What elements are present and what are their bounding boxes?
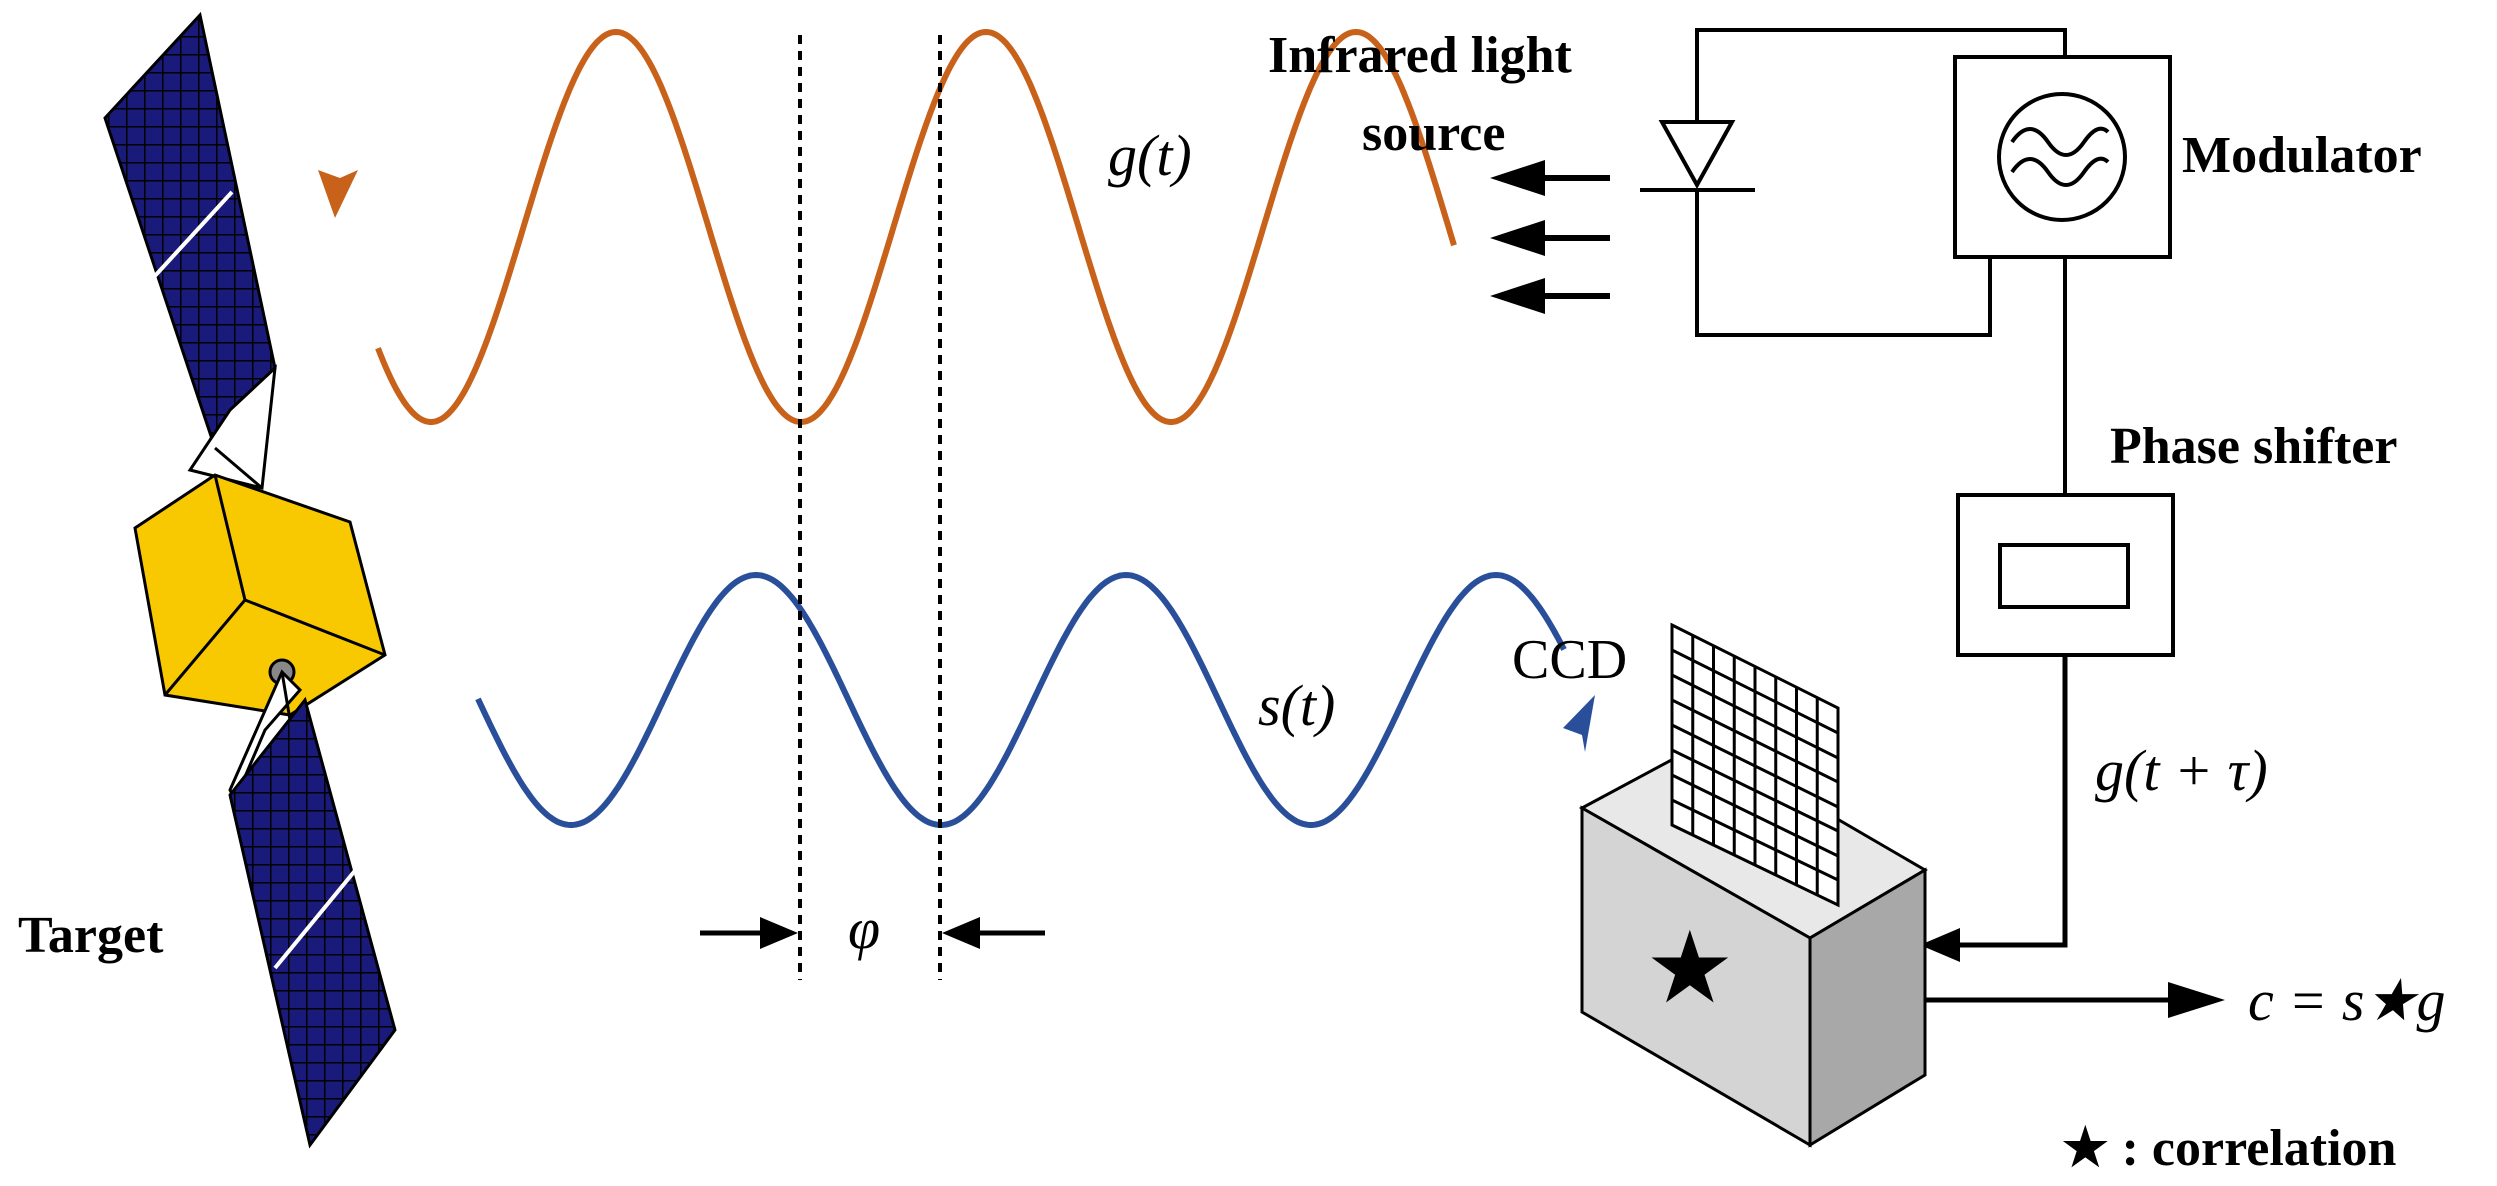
ccd-label: CCD: [1512, 629, 1627, 691]
received-wave-arrowhead: [1563, 695, 1595, 752]
received-wave-curve: [475, 571, 1567, 828]
g-t-label: g(t): [1108, 123, 1192, 188]
emitted-wave-arrowhead: [318, 170, 358, 218]
g-t-tau-label: g(t + τ): [2095, 738, 2268, 803]
emitted-wave: [318, 28, 1457, 425]
upper-panel-divider: [140, 190, 234, 292]
phase-shifter-block: [1956, 493, 2175, 657]
output-formula: c = s★g: [2248, 968, 2445, 1033]
satellite-target: [103, 11, 397, 1149]
target-label: Target: [18, 907, 164, 964]
wire-shifter-to-ccd: [1950, 655, 2068, 948]
emitted-wave-curve: [375, 28, 1457, 425]
received-wave: [475, 571, 1595, 828]
ccd-camera: ★: [1578, 622, 1928, 1148]
s-t-label: s(t): [1258, 673, 1335, 738]
emission-arrows: [1490, 160, 1610, 314]
correlation-legend: ★ : correlation: [2062, 1120, 2397, 1177]
infrared-label-line2: source: [1362, 105, 1505, 162]
infrared-label-line1: Infrared light: [1268, 27, 1573, 84]
ccd-input-arrowhead: [1920, 928, 1960, 962]
star-icon: ★: [1645, 909, 1735, 1026]
output-arrowhead: [2168, 982, 2225, 1018]
phase-arrow-left: [700, 917, 798, 949]
phi-label: φ: [848, 896, 880, 961]
diode-icon: [1640, 120, 1755, 192]
satellite-body: [133, 473, 387, 717]
ccd-sensor-grid: [1670, 622, 1840, 908]
camera-side-face: [1808, 867, 1927, 1148]
phase-shifter-label: Phase shifter: [2110, 418, 2397, 475]
lower-panel-divider: [273, 865, 360, 970]
source-circuit-wires: [1695, 28, 2067, 337]
sine-wave-source-icon: [1997, 92, 2127, 222]
lower-strut: [228, 669, 303, 804]
modulator-block: [1953, 55, 2172, 259]
modulator-label: Modulator: [2182, 127, 2422, 184]
upper-solar-panel: [103, 11, 277, 452]
phase-arrow-right: [942, 917, 1045, 949]
